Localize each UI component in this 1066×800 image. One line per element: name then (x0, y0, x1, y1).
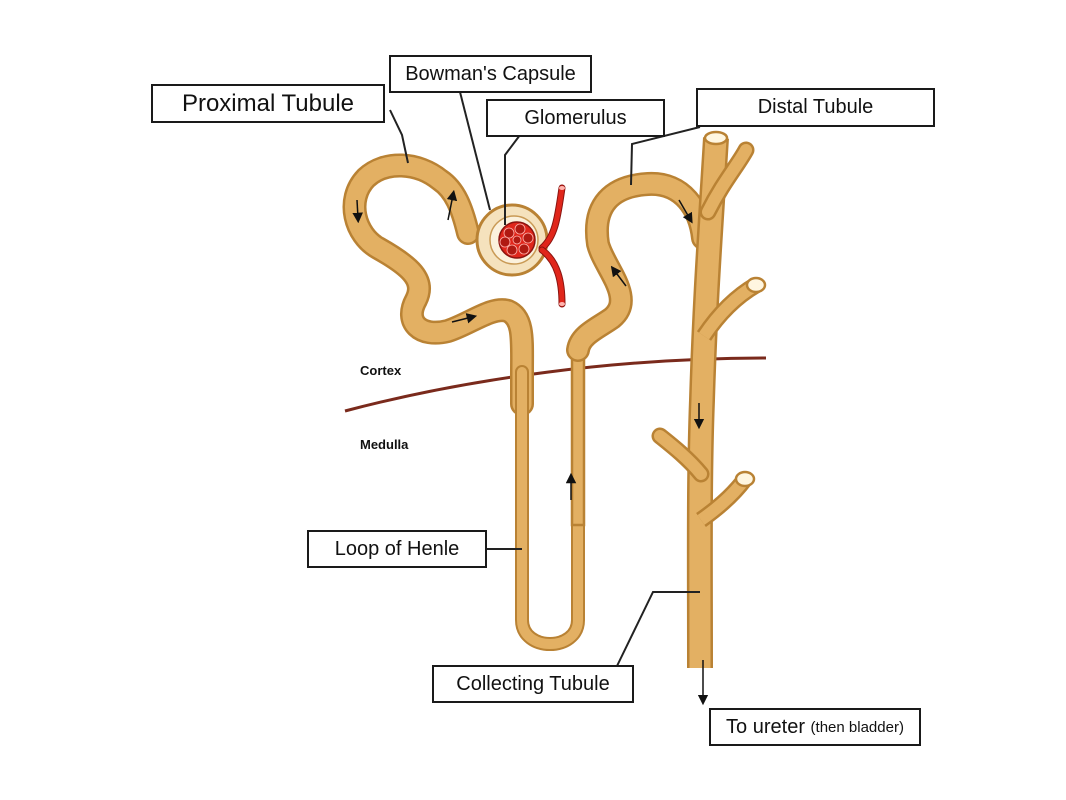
flow-arrows (352, 189, 709, 706)
to-ureter-label: To ureter (then bladder) (709, 708, 921, 746)
to-ureter-text: To ureter (726, 715, 805, 738)
leader-lines (389, 91, 701, 667)
proximal-tubule (342, 153, 535, 416)
medulla-label: Medulla (360, 437, 409, 452)
then-bladder-note: (then bladder) (810, 718, 904, 736)
cortex-label: Cortex (360, 363, 402, 378)
loop-of-henle-label: Loop of Henle (307, 530, 487, 568)
distal-tubule-label: Distal Tubule (696, 88, 935, 127)
bowmans-capsule-label: Bowman's Capsule (389, 55, 592, 93)
glomerulus (498, 184, 566, 308)
proximal-tubule-label: Proximal Tubule (151, 84, 385, 123)
glomerulus-label: Glomerulus (486, 99, 665, 137)
distal-tubule (566, 171, 715, 362)
collecting-tubule-label: Collecting Tubule (432, 665, 634, 703)
collecting-tubule (651, 130, 767, 669)
